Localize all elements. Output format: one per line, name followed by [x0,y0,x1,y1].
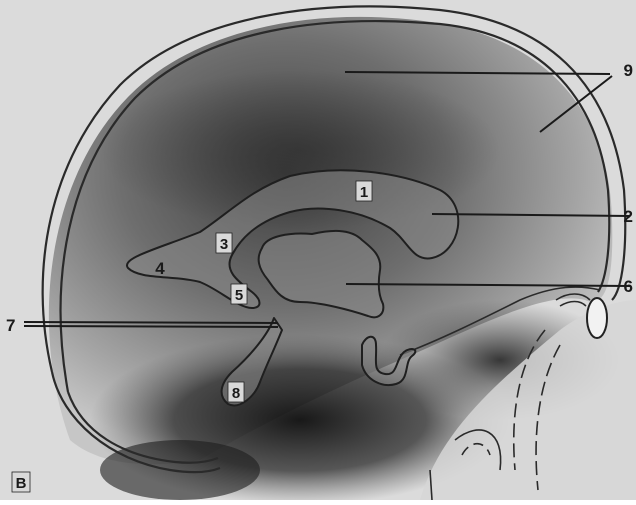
label-2: 2 [624,207,633,226]
panel-letter: B [16,475,27,492]
label-8: 8 [232,385,240,402]
leader-7 [24,322,278,323]
label-7: 7 [6,316,15,335]
label-4: 4 [155,259,165,278]
label-6: 6 [624,277,633,296]
mastoid-outline [587,298,607,338]
label-9: 9 [624,61,633,80]
label-5: 5 [235,287,243,304]
label-3: 3 [220,236,228,253]
label-1: 1 [360,184,368,201]
